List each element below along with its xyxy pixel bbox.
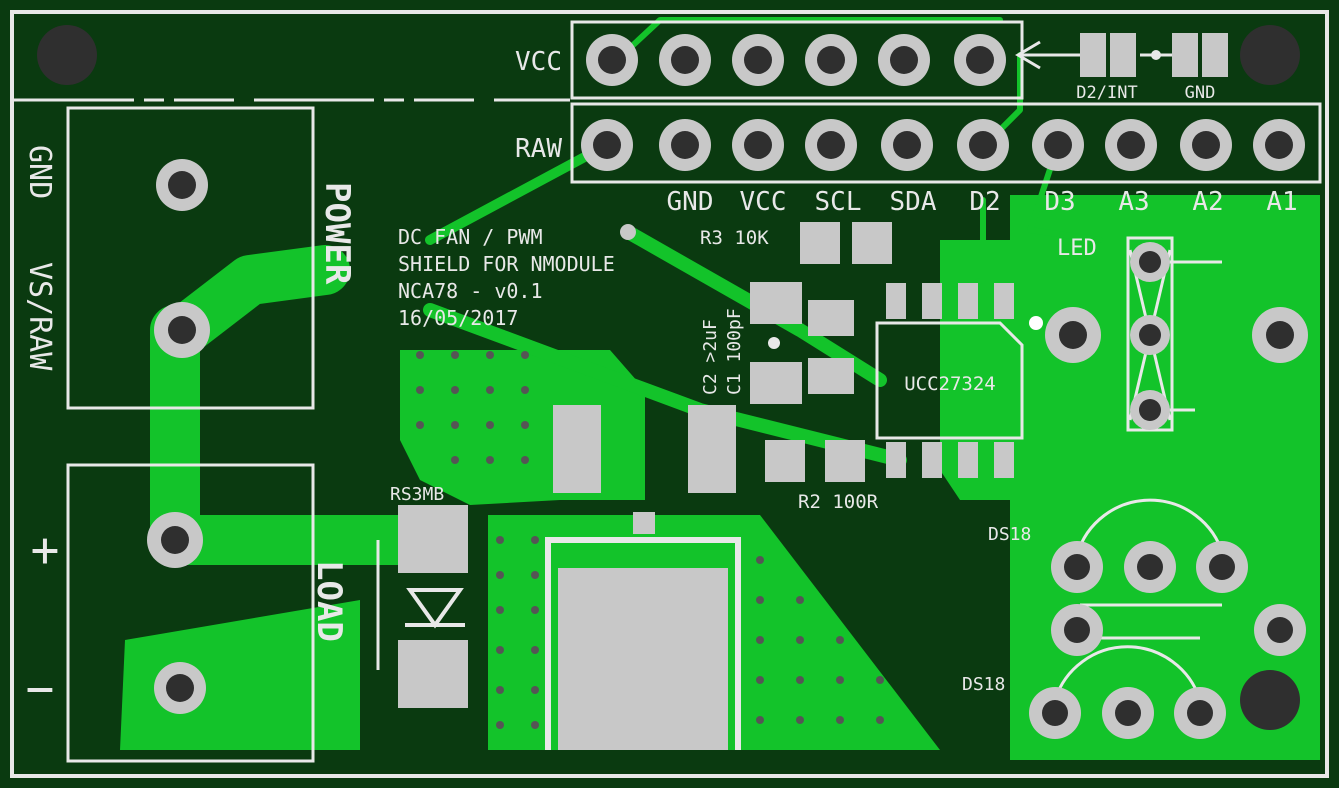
pin-label-gnd: GND [667,187,714,217]
pin-label-a1: A1 [1266,187,1297,217]
board-info-line2: SHIELD FOR NMODULE [398,252,615,276]
mounting-holes [37,25,1300,730]
ic-pin1-dot [1029,316,1043,330]
pin-label-d3: D3 [1044,187,1075,217]
label-led: LED [1057,236,1097,261]
side-label-plus: + [31,522,60,578]
ic-pin-6 [958,283,978,319]
terminal-outline-power [66,106,315,410]
diode-pad-b [398,640,468,708]
header-outline-raw [570,102,1322,184]
r2-pad-a [765,440,805,482]
jumper-label-gnd: GND [1185,83,1216,103]
label-ds18-top: DS18 [988,524,1031,545]
label-ic: UCC27324 [904,373,996,395]
c-polarity-dot [768,337,780,349]
c2-pad-a [750,282,802,324]
side-label-power: POWER [317,182,357,285]
mosfet-outline [545,537,741,750]
r3-pad-b [852,222,892,264]
jumper-arrow [1015,40,1080,70]
pin-label-a3: A3 [1118,187,1149,217]
label-diode: RS3MB [390,484,444,505]
ic-pin-1 [886,442,906,478]
jumper-gnd-pad-b [1202,33,1228,77]
cap-large-b [688,405,736,493]
ic-pin-5 [994,283,1014,319]
terminal-outline-load [66,463,315,763]
side-label-gnd: GND [22,145,57,199]
board-info-line4: 16/05/2017 [398,306,518,330]
pin-label-a2: A2 [1192,187,1223,217]
c2-pad-b [750,362,802,404]
silkscreen-text: VCC RAW GND VCC SCL SDA D2 D3 A3 A2 A1 D… [22,47,1298,717]
label-c2: C2 >2uF [700,319,721,395]
copper-pour-ic [940,240,1010,500]
trace-d2-ic [927,197,986,303]
pin-label-sda: SDA [890,187,937,217]
jumper-label-d2-int: D2/INT [1076,83,1137,103]
jumper-d2-pad-a [1080,33,1106,77]
c1-pad-b [808,358,854,394]
side-label-vs-raw: VS/RAW [22,262,57,371]
jumper-dot [1151,50,1161,60]
ic-pin-3 [958,442,978,478]
diode-symbol [405,588,465,629]
cap-large-a [553,405,601,493]
through-hole-pads [147,34,1308,739]
r3-pad-a [800,222,840,264]
mosfet-gate-pad [633,512,655,534]
pin-label-d2: D2 [969,187,1000,217]
label-r2: R2 100R [798,491,879,513]
side-label-load: LOAD [309,560,349,642]
label-raw-header: RAW [515,134,562,164]
ic-pin-4 [994,442,1014,478]
trace-raw [425,140,612,245]
ic-pin-7 [922,283,942,319]
label-c1: C1 100pF [724,308,745,395]
board-outline [10,10,1329,778]
mount-hole-tr [1240,25,1300,85]
diode-pad-a [398,505,468,573]
ds18-bottom-outline [1053,645,1202,701]
ic-pin-8 [886,283,906,319]
header-outline-vcc [570,20,1024,100]
jumper-d2-pad-b [1110,33,1136,77]
ic-pin-2 [922,442,942,478]
header-raw-pads [581,119,1305,171]
mosfet-tab [558,568,728,750]
via-pwm [620,224,636,240]
side-label-minus: − [26,661,55,717]
label-r3: R3 10K [700,227,769,249]
c1-pad-a [808,300,854,336]
label-vcc-header: VCC [515,47,562,77]
mount-hole-tl [37,25,97,85]
smd-pads [398,33,1228,750]
jumper-gnd-pad-a [1172,33,1198,77]
trace-d3 [1027,142,1103,243]
ic-outline [875,321,1024,440]
r2-pad-b [825,440,865,482]
thermal-vias [416,351,884,729]
pin-label-vcc: VCC [740,187,787,217]
board-info-line1: DC FAN / PWM [398,225,543,249]
pin-label-scl: SCL [815,187,862,217]
board-info-line3: NCA78 - v0.1 [398,279,543,303]
mount-hole-br [1240,670,1300,730]
ds18-top-outline [1075,498,1225,556]
label-ds18-bottom: DS18 [962,674,1005,695]
